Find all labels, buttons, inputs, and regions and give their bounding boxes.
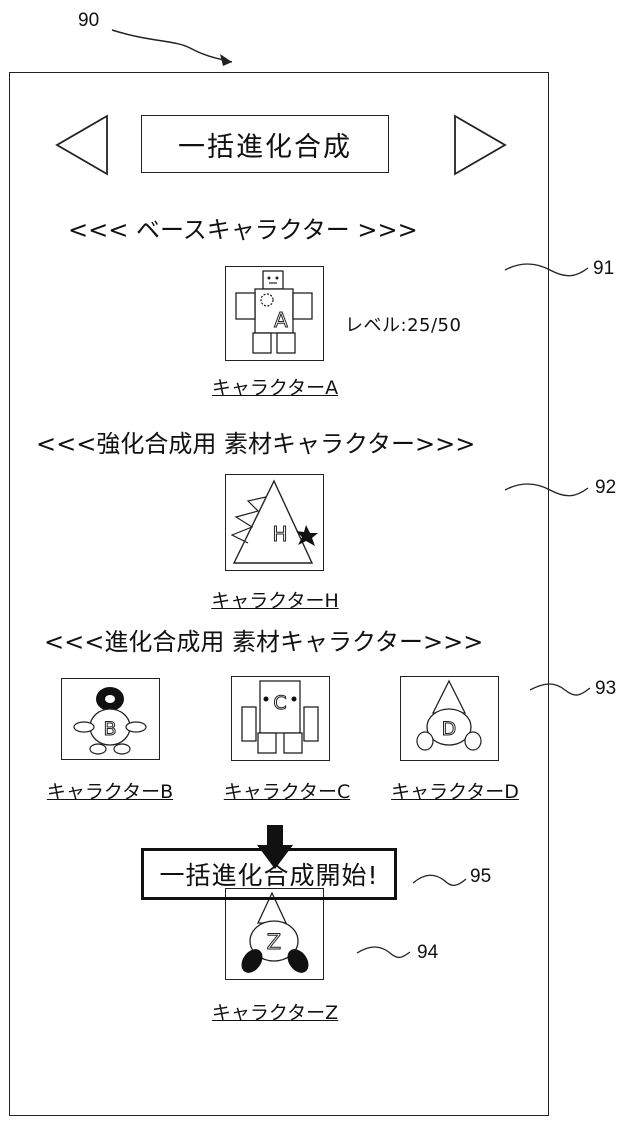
penguin-icon: B (62, 679, 158, 759)
character-c-letter: C (273, 692, 286, 714)
character-c-tile[interactable]: C (231, 676, 330, 761)
character-b-letter: B (103, 718, 116, 740)
ref-label-93: 93 (595, 678, 616, 700)
character-z-letter: Z (267, 930, 281, 954)
character-z-tile[interactable]: Z (225, 888, 324, 980)
base-heading: <<< ベースキャラクター >>> (68, 210, 418, 245)
triangle-left-icon[interactable] (54, 114, 110, 176)
robot-icon: A (226, 267, 322, 359)
enhance-heading: <<<強化合成用 素材キャラクター>>> (36, 424, 475, 459)
character-h-tile[interactable]: H (225, 474, 324, 571)
start-batch-evolve-button[interactable]: 一括進化合成開始! (141, 848, 397, 900)
spiky-triangle-icon: H (226, 475, 322, 569)
character-d-tile[interactable]: D (400, 676, 499, 761)
cone-ghost-icon: D (401, 677, 497, 759)
box-robot-icon: C (232, 677, 328, 759)
triangle-right-icon[interactable] (452, 114, 508, 176)
level-text: レベル:25/50 (345, 311, 461, 337)
character-a-label[interactable]: キャラクターA (200, 373, 350, 400)
character-h-letter: H (272, 522, 287, 546)
character-b-label[interactable]: キャラクターB (30, 777, 190, 804)
character-a-tile[interactable]: A (225, 266, 324, 361)
ref-label-92: 92 (595, 477, 616, 499)
character-z-label[interactable]: キャラクターZ (200, 998, 350, 1025)
character-c-label[interactable]: キャラクターC (207, 777, 367, 804)
character-h-label[interactable]: キャラクターH (200, 586, 350, 613)
evolve-heading: <<<進化合成用 素材キャラクター>>> (44, 622, 483, 657)
character-d-label[interactable]: キャラクターD (375, 777, 535, 804)
character-d-letter: D (442, 718, 457, 740)
page-title: 一括進化合成 (141, 115, 389, 173)
cone-character-icon: Z (226, 889, 322, 979)
character-b-tile[interactable]: B (61, 678, 160, 760)
character-a-letter: A (274, 308, 288, 332)
